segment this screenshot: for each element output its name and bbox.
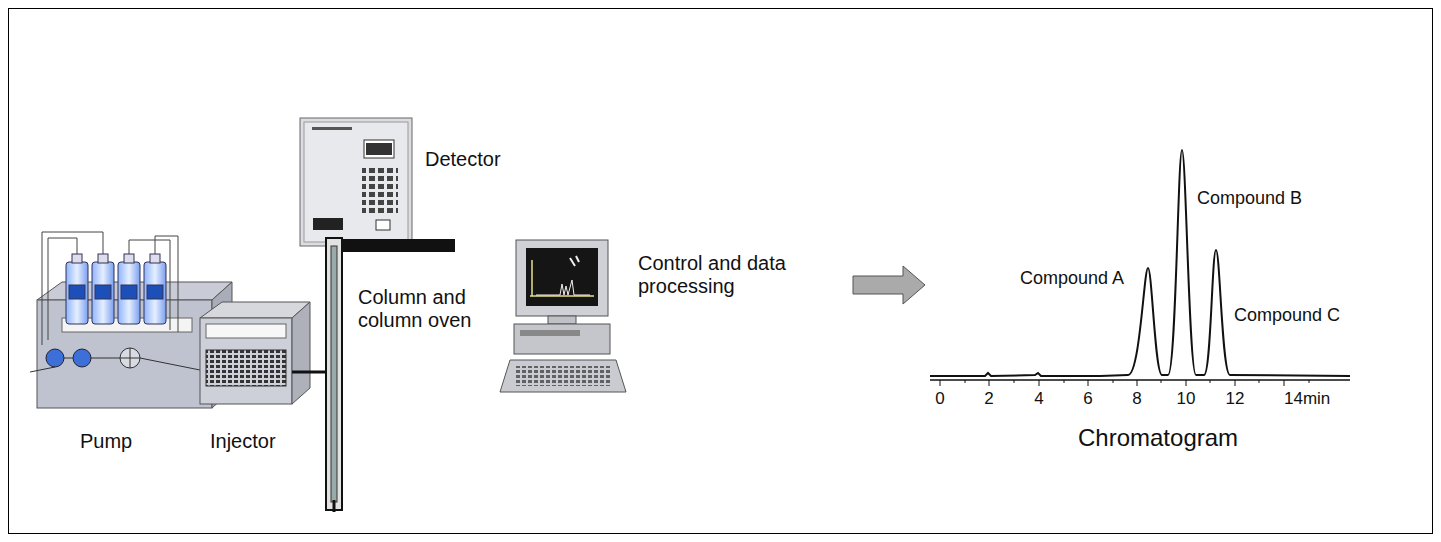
injector-unit [200, 302, 326, 404]
axis-tick-label: 2 [984, 389, 993, 409]
flow-arrow [853, 266, 925, 304]
component-label: Detector [425, 148, 501, 171]
component-label: Column and column oven [358, 286, 483, 332]
peak-label: Compound C [1234, 305, 1340, 326]
component-label: Injector [210, 430, 276, 453]
detector-unit [300, 118, 455, 252]
computer [500, 240, 626, 392]
peak-label: Compound B [1197, 188, 1302, 209]
peak-label: Compound A [1020, 268, 1124, 289]
column-oven [326, 238, 342, 512]
axis-tick-label: 6 [1083, 389, 1092, 409]
axis-tick-label: 14min [1284, 389, 1330, 409]
axis-tick-label: 8 [1132, 389, 1141, 409]
axis-tick-label: 10 [1177, 389, 1196, 409]
axis-tick-label: 4 [1034, 389, 1043, 409]
frame [9, 9, 1433, 534]
chromatogram-plot [930, 150, 1350, 386]
axis-tick-label: 0 [935, 389, 944, 409]
chart-title: Chromatogram [1078, 424, 1238, 452]
axis-tick-label: 12 [1226, 389, 1245, 409]
component-label: Control and data processing [638, 252, 803, 298]
component-label: Pump [80, 430, 132, 453]
